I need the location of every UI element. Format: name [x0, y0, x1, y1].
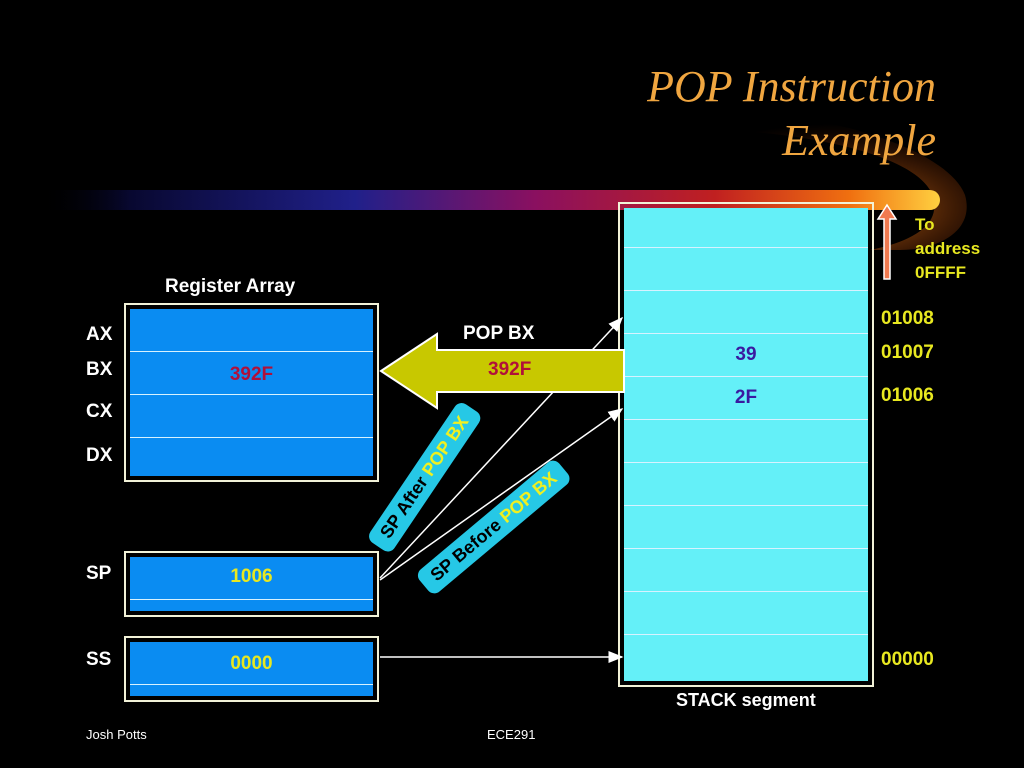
register-sp-box: 1006 [124, 551, 379, 617]
stack-segment-label: STACK segment [676, 690, 816, 710]
stack-cell-01006: 2F [734, 387, 758, 408]
address-01007: 01007 [881, 342, 934, 363]
popped-value: 392F [488, 359, 532, 380]
register-bx-label: BX [86, 359, 113, 380]
register-array-label: Register Array [165, 276, 296, 297]
footer-course: ECE291 [487, 727, 536, 742]
address-01006: 01006 [881, 385, 934, 406]
slide-title: POP Instruction Example [336, 60, 936, 168]
to-address-label: To address 0FFFF [915, 215, 981, 282]
register-sp-label: SP [86, 563, 112, 584]
register-ss-label: SS [86, 649, 112, 670]
register-cx-label: CX [86, 401, 113, 422]
title-swoosh [40, 109, 967, 250]
footer-author: Josh Potts [86, 727, 147, 742]
register-dx-label: DX [86, 445, 113, 466]
address-01008: 01008 [881, 308, 934, 329]
up-arrow-icon [876, 203, 898, 280]
register-array-box: 392F [124, 303, 379, 482]
instruction-text: POP BX [463, 323, 535, 344]
pop-transfer-arrow [379, 332, 625, 410]
register-sp-value: 1006 [230, 566, 273, 587]
sp-before-pointer [379, 408, 624, 581]
register-ss-box: 0000 [124, 636, 379, 702]
stack-segment-box: 39 2F [618, 202, 874, 687]
address-00000: 00000 [881, 649, 934, 670]
stack-cell-01007: 39 [735, 344, 757, 365]
title-line-2: Example [782, 116, 936, 165]
register-ss-value: 0000 [230, 653, 273, 674]
title-line-1: POP Instruction [647, 62, 936, 111]
register-bx-value: 392F [229, 364, 274, 385]
register-ax-label: AX [86, 324, 113, 345]
